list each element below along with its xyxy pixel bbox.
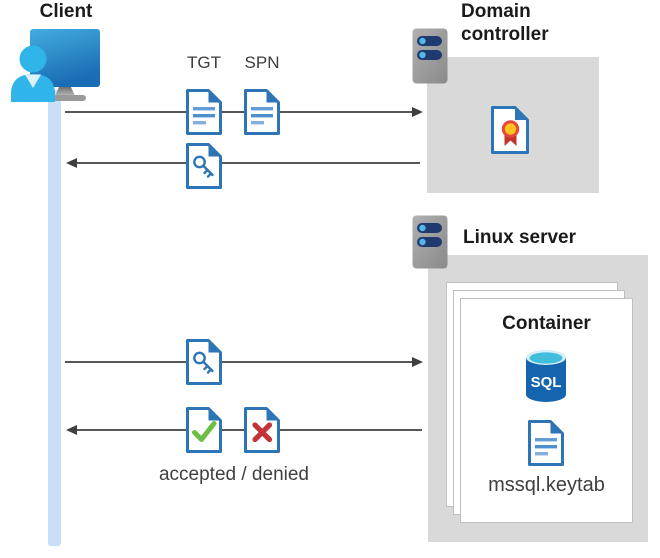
arrow-client-to-dc-head — [412, 107, 423, 117]
tgt-label: TGT — [187, 53, 221, 72]
certificate-seal — [501, 120, 520, 138]
sql-database-icon: SQL — [524, 349, 568, 404]
domain-controller-server-icon — [412, 28, 448, 84]
linux-server-title: Linux server — [463, 227, 576, 248]
container-page-front — [460, 298, 633, 523]
ticket-key-document-icon-2 — [184, 338, 224, 386]
arrow-linux-to-client-head — [66, 425, 77, 435]
arrow-dc-to-client-head — [66, 158, 77, 168]
accepted-document-icon — [184, 406, 224, 454]
x-glyph — [252, 422, 273, 443]
monitor-stand — [55, 87, 75, 96]
arrow-client-to-linux-line — [65, 361, 414, 363]
monitor-screen — [30, 29, 100, 87]
keytab-document-icon — [526, 419, 566, 467]
spn-document-icon — [242, 88, 282, 136]
person-collar — [25, 74, 41, 88]
person-head — [19, 45, 47, 73]
tgt-document-icon — [184, 88, 224, 136]
container-title: Container — [502, 313, 591, 334]
spn-label: SPN — [244, 53, 280, 72]
arrow-dc-to-client-line — [76, 162, 420, 164]
arrow-client-to-linux-head — [412, 357, 423, 367]
arrow-client-to-dc-line — [65, 111, 414, 113]
denied-document-icon — [242, 406, 282, 454]
client-icon-svg — [11, 29, 100, 102]
accepted-denied-label: accepted / denied — [158, 464, 309, 485]
client-title: Client — [39, 1, 93, 22]
sql-badge-label: SQL — [531, 374, 562, 391]
domain-controller-title: Domain controller — [461, 1, 549, 45]
certificate-icon — [489, 105, 531, 155]
client-lifeline — [48, 90, 61, 546]
keytab-label: mssql.keytab — [488, 474, 605, 496]
linux-server-icon — [412, 215, 448, 269]
client-icon — [8, 26, 103, 102]
checkmark-glyph — [192, 421, 217, 442]
ticket-key-document-icon — [184, 142, 224, 190]
